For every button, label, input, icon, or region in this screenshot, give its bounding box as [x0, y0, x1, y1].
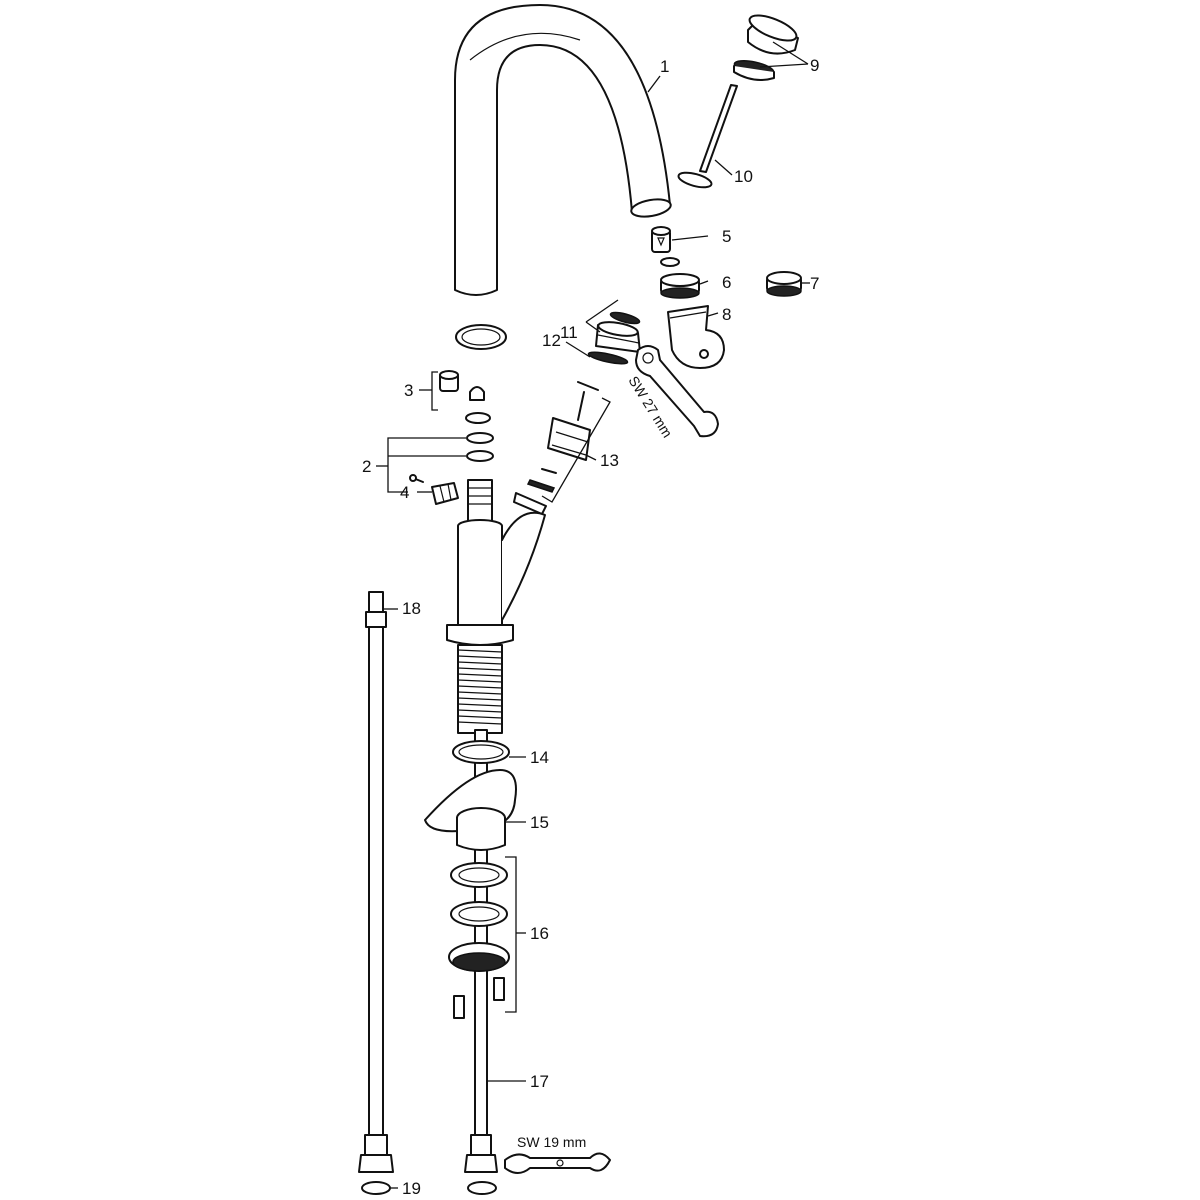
label-3: 3	[404, 381, 413, 400]
spout-part	[454, 4, 672, 296]
label-12: 12	[542, 331, 561, 350]
label-5: 5	[722, 227, 731, 246]
label-4: 4	[400, 483, 409, 502]
nut-6-part	[660, 273, 700, 299]
washer-part	[660, 257, 680, 267]
check-valve-part	[651, 226, 671, 253]
wrench-sw27-part	[635, 345, 719, 438]
cartridge-part	[513, 381, 599, 515]
label-14: 14	[530, 748, 549, 767]
label-8: 8	[722, 305, 731, 324]
spout-gasket-part	[455, 324, 507, 350]
label-6: 6	[722, 273, 731, 292]
washer-15-part	[424, 769, 517, 851]
wrench-sw19-label: SW 19 mm	[517, 1134, 586, 1150]
label-7: 7	[810, 274, 819, 293]
mounting-set-16-part	[448, 862, 510, 1019]
label-16: 16	[530, 924, 549, 943]
label-10: 10	[734, 167, 753, 186]
aerator-tool-part	[677, 84, 738, 189]
label-9: 9	[810, 56, 819, 75]
label-11: 11	[560, 323, 578, 342]
faucet-body-part	[446, 511, 546, 646]
seal-19-part	[361, 1181, 391, 1195]
aerator-part	[733, 14, 799, 81]
label-13: 13	[600, 451, 619, 470]
threaded-shank-part	[457, 644, 503, 734]
label-15: 15	[530, 813, 549, 832]
screw-clip-part	[409, 474, 459, 505]
seal-19b-part	[467, 1181, 497, 1195]
label-1: 1	[660, 57, 669, 76]
label-19: 19	[402, 1179, 421, 1198]
valve-stem-part	[467, 479, 493, 523]
label-18: 18	[402, 599, 421, 618]
seal-14-part	[452, 740, 510, 764]
wrench-sw19-part	[504, 1152, 611, 1174]
key-tool-part	[667, 305, 725, 369]
supply-hose-18-part	[358, 591, 394, 1173]
leader-lines	[376, 41, 810, 1189]
ring-set-part	[465, 412, 494, 462]
label-2: 2	[362, 457, 371, 476]
cartridge-seal-part	[587, 311, 641, 365]
nut-7-part	[766, 271, 802, 297]
insert-3-part	[439, 370, 485, 401]
label-17: 17	[530, 1072, 549, 1091]
